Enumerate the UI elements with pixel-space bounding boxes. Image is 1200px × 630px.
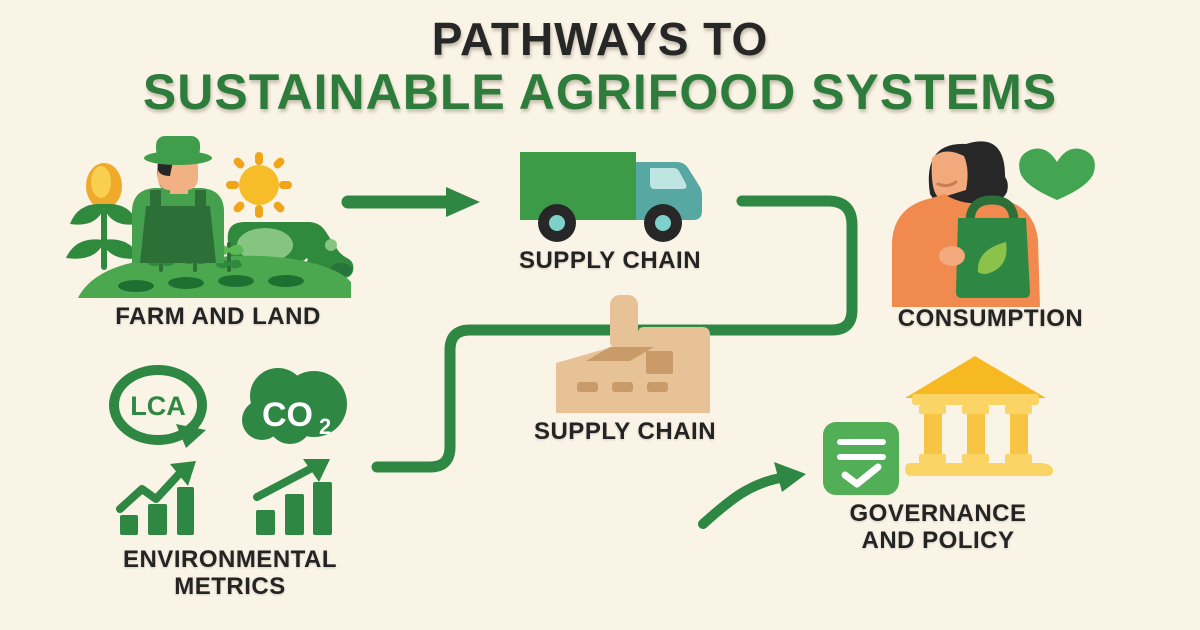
sun-icon — [226, 152, 292, 218]
page-title: PATHWAYS TO SUSTAINABLE AGRIFOOD SYSTEMS — [0, 14, 1200, 119]
field-mound-icon — [78, 255, 351, 298]
farmer-icon — [132, 136, 224, 263]
co2-cloud-icon: CO 2 — [242, 368, 347, 444]
governance-icons — [823, 356, 1053, 495]
environmental-metrics-icons: LCA CO 2 — [109, 365, 347, 535]
farm-illustration — [66, 136, 354, 298]
governance-label-line1: GOVERNANCE — [849, 500, 1027, 527]
curved-arrow-icon — [698, 462, 806, 529]
heart-icon — [1019, 148, 1095, 200]
consumption-label: CONSUMPTION — [897, 305, 1084, 332]
supply-chain-factory-label: SUPPLY CHAIN — [533, 418, 717, 445]
farm-label: FARM AND LAND — [115, 303, 321, 330]
supply-chain-truck-label: SUPPLY CHAIN — [518, 247, 702, 274]
arrow-right-icon — [341, 187, 480, 217]
bar-chart-up-icon — [116, 461, 196, 535]
co2-text: CO — [262, 396, 313, 434]
environmental-metrics-label-line2: METRICS — [174, 572, 286, 600]
lca-cycle-icon: LCA — [109, 365, 207, 448]
environmental-metrics-label: ENVIRONMENTAL METRICS — [90, 546, 370, 601]
shopper-illustration — [892, 141, 1095, 307]
governance-label-line2: AND POLICY — [861, 526, 1015, 554]
governance-label: GOVERNANCE AND POLICY — [818, 500, 1058, 555]
institution-bank-icon — [905, 356, 1053, 477]
bar-chart-up-icon-2 — [253, 459, 332, 535]
corn-icon — [66, 163, 140, 270]
factory-icon — [556, 295, 710, 413]
title-line-2: SUSTAINABLE AGRIFOOD SYSTEMS — [142, 63, 1058, 120]
environmental-metrics-label-line1: ENVIRONMENTAL — [122, 546, 338, 573]
eco-bag-icon — [939, 195, 1030, 298]
co2-subscript: 2 — [319, 414, 331, 439]
lca-text: LCA — [130, 391, 186, 421]
checklist-icon — [823, 422, 899, 495]
delivery-truck-icon — [520, 152, 702, 242]
title-line-1: PATHWAYS TO — [431, 13, 769, 65]
